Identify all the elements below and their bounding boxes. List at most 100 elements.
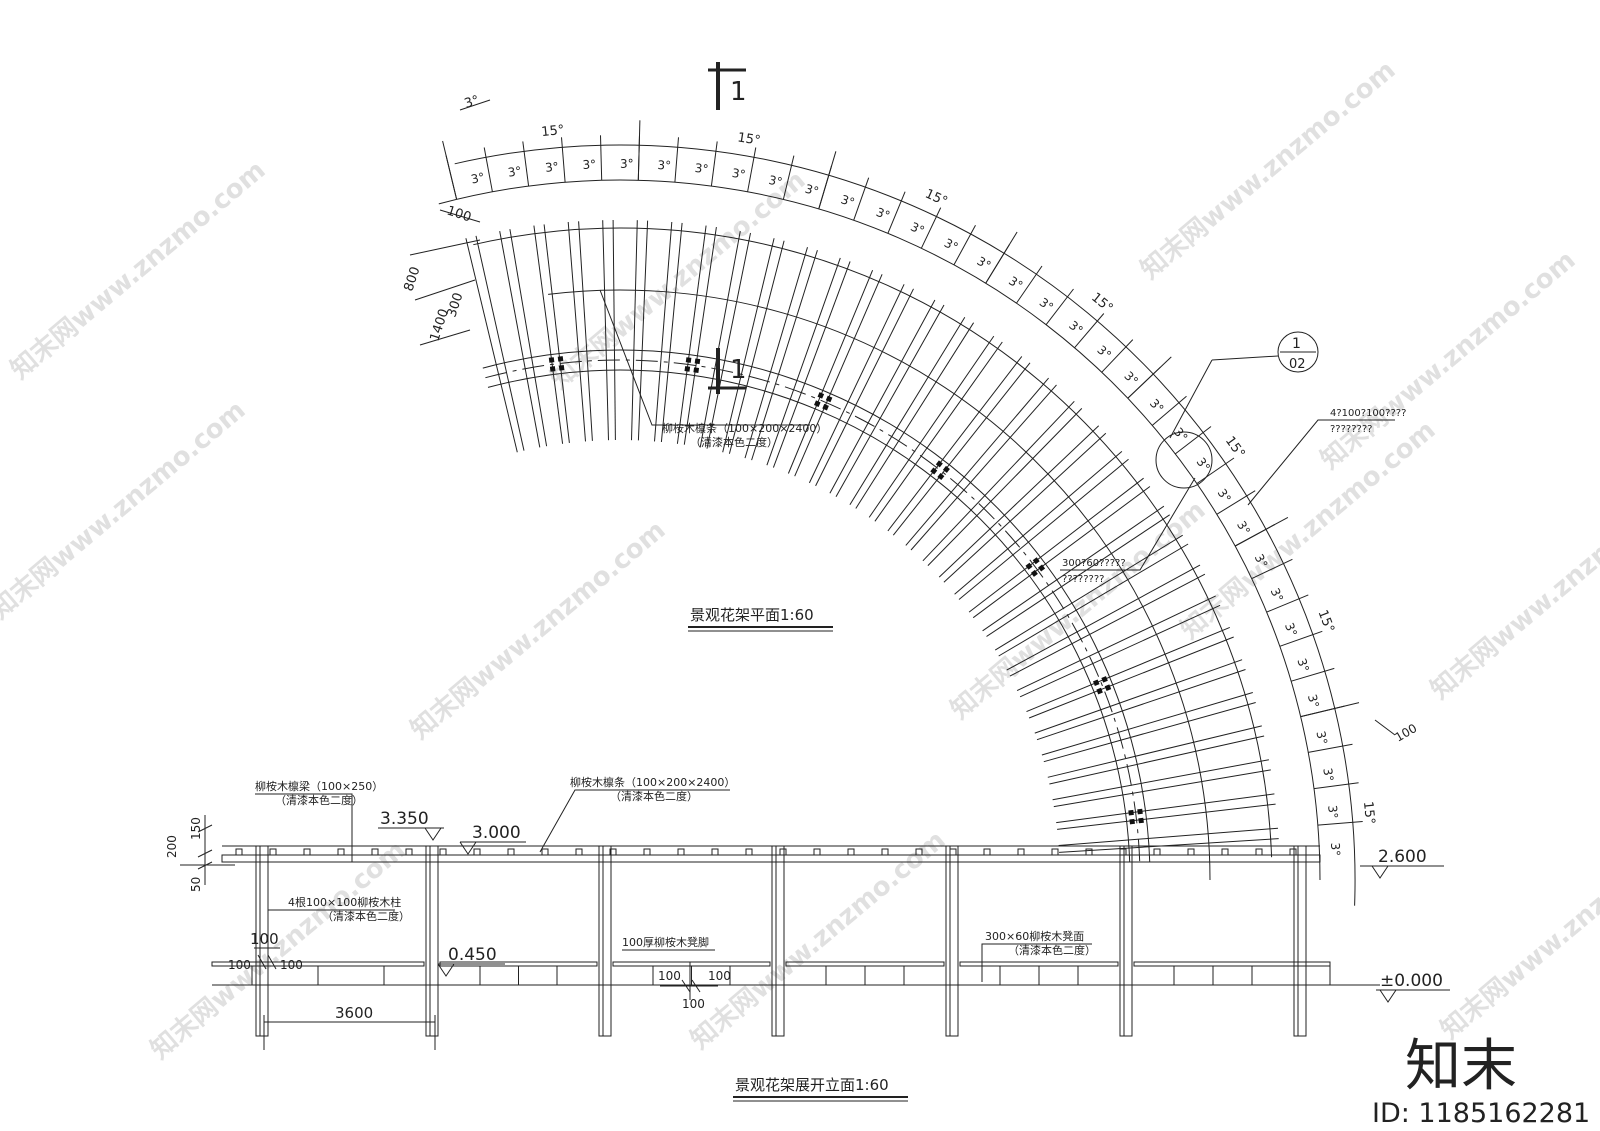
column-joint (814, 392, 833, 411)
purlin-edge (1009, 573, 1206, 677)
dim-tick-major (985, 231, 1018, 284)
purlin-edge (1047, 725, 1262, 778)
joint-block (1032, 557, 1040, 565)
plan-purlin-note-finish: （清漆本色二度） (690, 435, 778, 449)
purlin-edge (968, 477, 1144, 613)
joint-block (817, 392, 825, 399)
dim-tick (920, 207, 942, 249)
dim-tick (782, 155, 795, 200)
elev-span-dim: 3600 (335, 1004, 373, 1022)
purlin-edge (794, 274, 883, 477)
bench-leg-dimensions: 100 100 100 (658, 962, 731, 1011)
dim-tick (1266, 594, 1309, 613)
purlin-edge (722, 238, 775, 453)
purlin-section (235, 848, 243, 856)
watermark-text: 知末网www.znzmo.com (1135, 55, 1401, 285)
joint-block (814, 400, 821, 407)
elevation-view: 3.350 3.000 2.600 0.450 ±0.000 (165, 775, 1450, 1102)
angle-label-15: 15° (736, 130, 761, 148)
angle-label-3: 3° (1328, 842, 1343, 856)
joint-block (684, 366, 691, 372)
purlin-edge (835, 304, 945, 497)
joint-block (930, 467, 938, 475)
plan-dim-300: 300 (445, 291, 467, 319)
purlin-edge (766, 257, 841, 466)
arc-dim-3 (438, 179, 1321, 881)
dim-tick-major (1127, 356, 1172, 399)
purlin-section (1153, 848, 1161, 856)
level-marker-3350: 3.350 (378, 809, 444, 841)
purlin-section (439, 848, 447, 856)
plan-dim-800: 800 (402, 265, 424, 293)
purlin-section (677, 848, 685, 856)
watermark-text: 知末网www.znzmo.com (1175, 415, 1441, 645)
watermark-text: 知末网www.znzmo.com (945, 495, 1211, 725)
dim-tick-major (818, 151, 837, 209)
column-joint (1128, 808, 1144, 825)
purlin-section (1119, 848, 1127, 856)
purlin-section (1289, 848, 1297, 856)
section-mark-bottom: 1 (708, 348, 747, 394)
purlin-edge (1034, 659, 1243, 734)
purlin-section (779, 848, 787, 856)
purlin-edge (465, 238, 518, 453)
angle-label-3: 3° (470, 170, 486, 187)
joint-block (942, 465, 950, 473)
plan-end-dim-100: 100 (1393, 721, 1420, 745)
purlin-section (575, 848, 583, 856)
purlin-section (711, 848, 719, 856)
level-0450-label: 0.450 (448, 945, 497, 965)
dim-tick (1291, 667, 1335, 682)
watermark-text: 知末网www.znzmo.com (1315, 245, 1581, 475)
plan-note-column-sub: ???????? (1330, 424, 1372, 435)
joint-block (1096, 687, 1103, 695)
plan-end-dimension: 100 (1374, 719, 1420, 745)
plan-purlin-leader: 柳桉木檩条（100×200×2400） （清漆本色二度） (599, 289, 827, 449)
purlin-edge (1057, 803, 1276, 830)
purlin-edge (567, 221, 586, 442)
dim-tick (887, 191, 906, 234)
angle-label-3: 3° (1147, 396, 1167, 416)
angle-label-3: 3° (1252, 552, 1271, 571)
joint-block (1128, 809, 1134, 816)
arc-beam-outer (482, 349, 1151, 862)
arc-dim-15 (454, 144, 1356, 906)
purlin-edge (637, 220, 649, 441)
angle-label-3: 3° (1215, 486, 1234, 505)
angle-label-3: 3° (1320, 767, 1336, 783)
purlin-section (813, 848, 821, 856)
purlin-edge (1049, 735, 1265, 785)
purlin-edge (699, 231, 741, 448)
angle-label-3: 3° (582, 157, 596, 172)
column-joint (1025, 557, 1046, 577)
angle-label-3: 3° (657, 158, 671, 173)
elev-col-dim-right: 100 (280, 958, 303, 972)
purlin-edge (509, 229, 548, 447)
elev-purlin-note-finish: （清漆本色二度） (610, 789, 698, 803)
purlin-edge (986, 514, 1170, 637)
angle-label-3: 3° (507, 164, 523, 180)
purlin-edge (654, 221, 673, 442)
dim-tick (1101, 339, 1134, 373)
dim-tick (853, 177, 870, 221)
purlin-edge (1056, 793, 1275, 824)
purlin-edge (994, 534, 1183, 651)
elev-bench-top-note-finish: （清漆本色二度） (1008, 943, 1096, 957)
purlin-section (1017, 848, 1025, 856)
plan-note-column: 4?100?100???? (1330, 408, 1406, 419)
angle-label-3: 3° (804, 182, 821, 199)
dim-tick (747, 147, 757, 192)
dim-tick (1308, 743, 1353, 753)
level-0000-label: ±0.000 (1380, 971, 1443, 991)
purlin-edge (683, 227, 717, 445)
level-marker-0450: 0.450 (437, 945, 505, 977)
angle-label-3: 3° (1313, 730, 1330, 746)
column-joint (1092, 676, 1112, 695)
purlin-section (473, 848, 481, 856)
joint-block (558, 365, 565, 371)
bench-top (959, 961, 1119, 967)
dim-tick (1174, 426, 1212, 455)
angle-label-3: 3° (1268, 586, 1286, 604)
angle-label-3: 3° (731, 166, 747, 182)
dim-tick (1074, 313, 1105, 349)
